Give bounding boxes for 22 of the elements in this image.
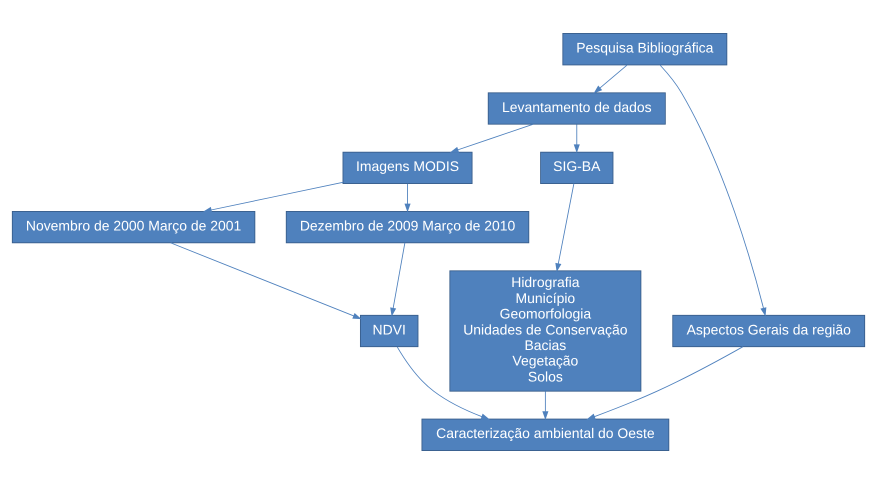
node-box: Aspectos Gerais da região [672,314,866,348]
node-box: NDVI [360,314,418,348]
node-box: Novembro de 2000 Março de 2001 [12,211,256,244]
arrow [404,183,411,212]
node-box: Dezembro de 2009 Março de 2010 [286,211,530,244]
arrow [555,183,574,272]
arrow [450,124,534,153]
arrow [390,242,406,317]
node-box: Imagens MODIS [342,152,473,184]
arrow [586,346,744,420]
arrow [202,182,344,213]
arrow [170,242,362,320]
node-box: Hidrografia Município Geomorfologia Unidades de Conservação Bacias Vegetação Solos [449,270,642,392]
node-box: Caracterização ambiental do Oeste [422,418,670,451]
arrow [660,64,766,316]
node-box: Pesquisa Bibliográfica [562,33,728,66]
arrow [396,346,490,420]
node-box: SIG-BA [540,152,614,184]
arrow [594,64,628,94]
node-box: Levantamento de dados [488,92,666,125]
arrow [542,390,548,420]
arrow [574,124,580,154]
